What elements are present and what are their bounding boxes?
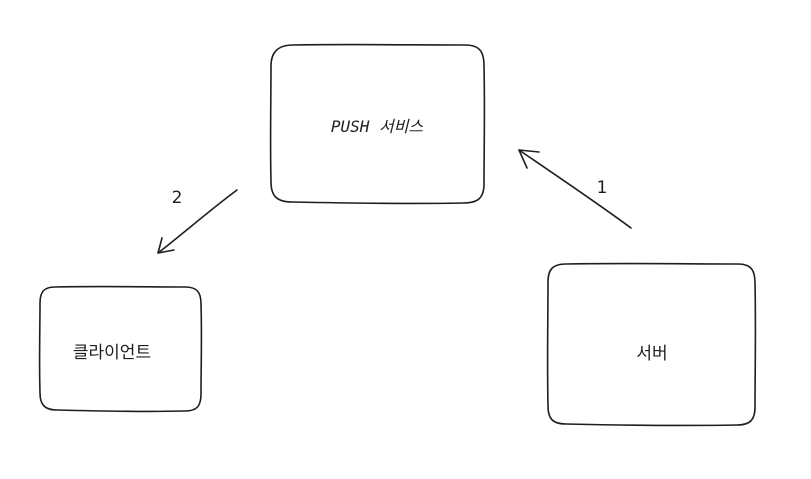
push-service-label: PUSH 서비스: [331, 117, 424, 136]
arrow-server-to-push[interactable]: 1: [518, 149, 632, 229]
arrow-line: [157, 189, 238, 254]
arrow-label-1: 1: [597, 178, 608, 198]
arrow-line: [518, 149, 632, 229]
push-service-box: [269, 43, 486, 205]
server-label: 서버: [636, 344, 667, 364]
client-box: [38, 285, 203, 413]
client-label: 클라이언트: [73, 343, 151, 363]
server-box: [546, 262, 757, 427]
arrowhead: [157, 237, 175, 254]
client-node[interactable]: 클라이언트: [38, 285, 203, 413]
arrow-push-to-client[interactable]: 2: [157, 188, 238, 254]
arrowhead: [518, 149, 540, 169]
server-node[interactable]: 서버: [546, 262, 757, 427]
push-service-node[interactable]: PUSH 서비스: [269, 43, 486, 205]
arrow-label-2: 2: [172, 188, 183, 208]
